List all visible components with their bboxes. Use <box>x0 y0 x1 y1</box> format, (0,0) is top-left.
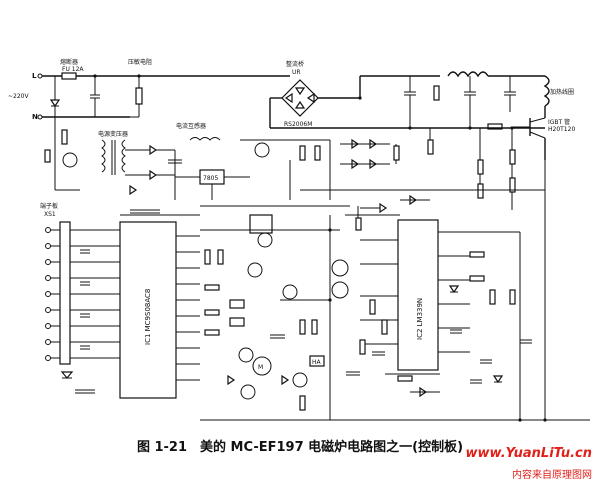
bridge-label: UR <box>292 69 301 76</box>
junction-dots <box>93 74 547 422</box>
transistor-vt10 <box>238 347 254 363</box>
fan-motor <box>252 356 272 376</box>
power-transformer-label: 电源变压器 <box>98 130 128 138</box>
svg-text:M: M <box>258 364 263 371</box>
current-transformer <box>189 137 221 141</box>
heater-coil <box>543 75 550 107</box>
power-stage: 加热线圈 IGBT 管 H20T120 <box>270 71 575 210</box>
bridge-title-label: 整流桥 <box>286 60 304 68</box>
buzzer-label: HA <box>312 359 322 366</box>
watermark-site: www.YuanLiTu.cn <box>465 446 593 461</box>
regulator-label: 7805 <box>203 175 218 182</box>
bridge-diamond <box>281 79 319 117</box>
transistor-vt9 <box>331 259 349 277</box>
fuse-label: FU 12A <box>62 66 84 73</box>
varistor-label: 压敏电阻 <box>128 58 152 66</box>
line-terminal-label: L <box>32 72 37 80</box>
fuse-title-label: 熔断器 <box>60 58 78 66</box>
terminal-block-title: 端子板 <box>40 202 58 210</box>
heater-coil-label: 加热线圈 <box>550 88 574 96</box>
comparator-label: IC2 LM339N <box>416 298 424 340</box>
driver-section: M HA <box>200 214 590 421</box>
transistor-vt2 <box>292 372 308 388</box>
transistor-vt6 <box>240 384 256 400</box>
terminal-block: 端子板 XS1 <box>40 202 120 394</box>
igbt-title-label: IGBT 管 <box>548 118 570 126</box>
power-supply-section: 电源变压器 电流互感器 7805 <box>98 122 400 200</box>
watermark-note: 内容来自原理图网 <box>512 470 592 481</box>
neutral-terminal-label: N <box>32 113 38 121</box>
transistor-vt8 <box>282 284 298 300</box>
ac-voltage-label: ~220V <box>8 93 29 100</box>
comparator-section: IC2 LM339N <box>200 160 546 420</box>
figure-caption: 图 1-21 美的 MC-EF197 电磁炉电路图之一(控制板) <box>136 440 464 455</box>
mcu-ic1: IC1 MC9S08AC8 <box>119 209 245 399</box>
transistor-xt4 <box>257 232 273 248</box>
comparator-chip <box>397 219 439 371</box>
current-transformer-label: 电流互感器 <box>176 122 206 130</box>
fuse <box>61 72 77 80</box>
varistor <box>135 87 143 105</box>
bridge-rectifier: 整流桥 UR RS2006M <box>269 60 440 128</box>
mcu-label: IC1 MC9S08AC8 <box>144 289 152 345</box>
power-transformer-primary <box>101 139 106 173</box>
choke-l1 <box>447 71 489 78</box>
igbt-label: H20T120 <box>548 126 575 133</box>
bridge-part-label: RS2006M <box>284 121 312 128</box>
mcu-chip <box>119 221 177 399</box>
transistor-vt5 <box>254 142 270 158</box>
terminal-block-id: XS1 <box>44 211 56 218</box>
buzzer <box>309 355 325 367</box>
diode-vd1 <box>49 99 61 108</box>
transistor-vt7 <box>247 262 263 278</box>
transistor-vt <box>62 152 78 168</box>
transistor-vt3 <box>331 281 349 299</box>
mains-input: L N ~220V 熔断器 FU 12A 压敏电阻 <box>8 58 290 191</box>
